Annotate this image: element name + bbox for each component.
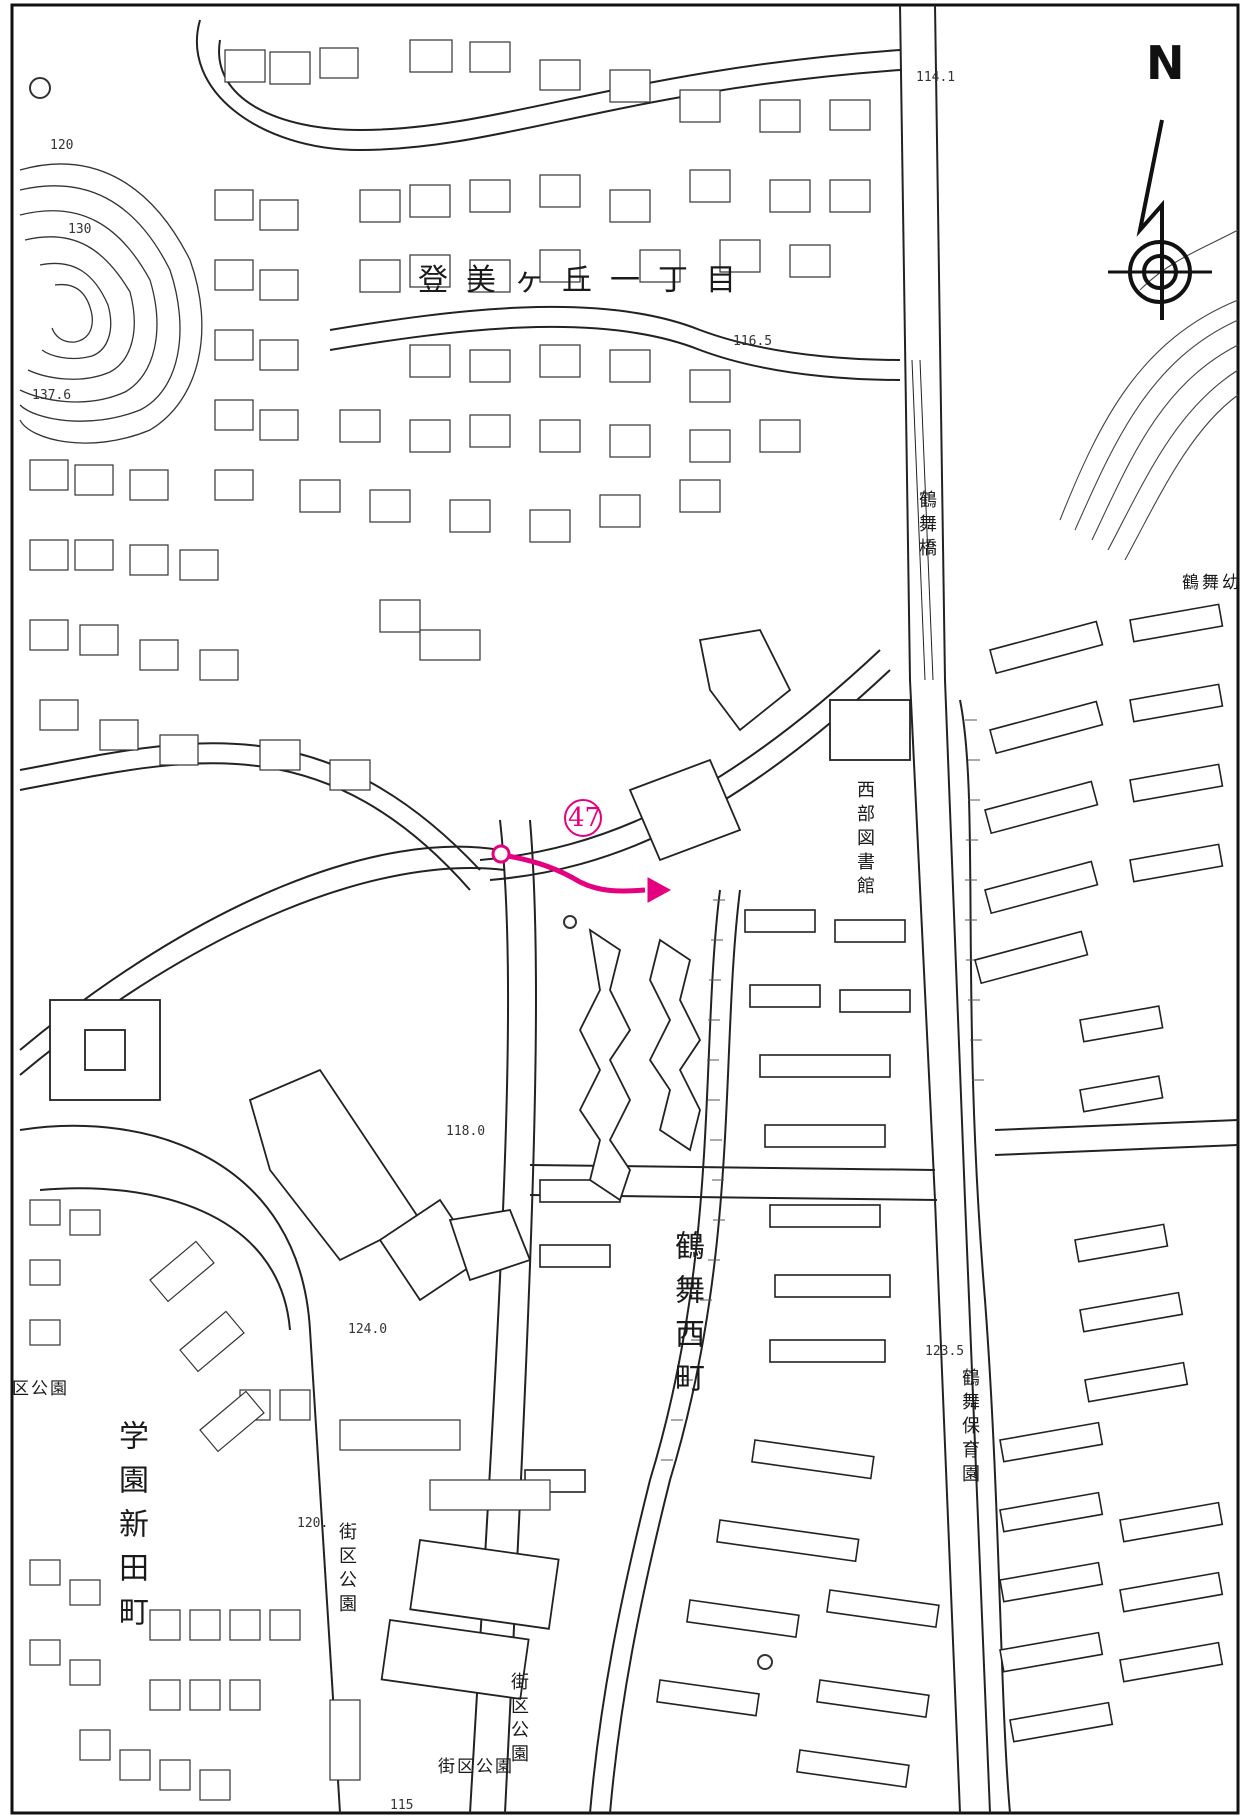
library-label: 西部図書館 — [854, 780, 875, 900]
houses — [29, 39, 871, 791]
elevation-114-1: 114.1 — [916, 70, 956, 85]
apartment-blocks — [974, 603, 1224, 1743]
slope-hatches — [661, 719, 984, 1461]
elevation-115: 115 — [390, 1798, 414, 1813]
park-label-left: 区公園 — [12, 1379, 69, 1399]
elevation-120: 120 — [50, 138, 74, 153]
north-label: N — [1146, 36, 1185, 90]
route-number-circle — [564, 799, 602, 837]
slope-contours — [1059, 229, 1239, 561]
elevation-124-0: 124.0 — [348, 1322, 388, 1337]
elevation-118-0: 118.0 — [446, 1124, 486, 1139]
park-label-mid: 街区公園 — [336, 1522, 357, 1618]
route-start-marker — [491, 844, 511, 864]
park-label-bottom: 街区公園 — [438, 1757, 514, 1777]
elevation-123-5: 123.5 — [925, 1344, 965, 1359]
map-symbols — [29, 77, 773, 1670]
north-arrow — [1108, 119, 1212, 320]
elevation-137-6: 137.6 — [32, 388, 72, 403]
kindergarten-label: 鶴舞幼 — [1182, 573, 1242, 593]
route-path — [507, 853, 646, 894]
facilities — [49, 629, 911, 1700]
town-label-gakuen-shindencho: 学園新田町 — [113, 1420, 148, 1640]
elevation-130: 130 — [68, 222, 92, 237]
route-47 — [491, 799, 672, 903]
contour-lines — [19, 163, 203, 444]
nursery-label: 鶴舞保育園 — [959, 1368, 980, 1488]
park-label-lower: 街区公園 — [508, 1672, 529, 1768]
bridge-label: 鶴舞橋 — [916, 490, 937, 562]
elevation-120-lower: 120. — [297, 1516, 329, 1531]
elevation-116-5: 116.5 — [733, 334, 773, 349]
railway — [911, 359, 934, 681]
route-arrow-head — [647, 877, 672, 903]
town-label-tsurumai-nishimachi: 鶴舞西町 — [669, 1230, 704, 1406]
route-number-label: 47 — [568, 803, 602, 833]
town-label-tomigaoka: 登美ヶ丘一丁目 — [418, 263, 754, 298]
houses-lower — [29, 1199, 551, 1801]
